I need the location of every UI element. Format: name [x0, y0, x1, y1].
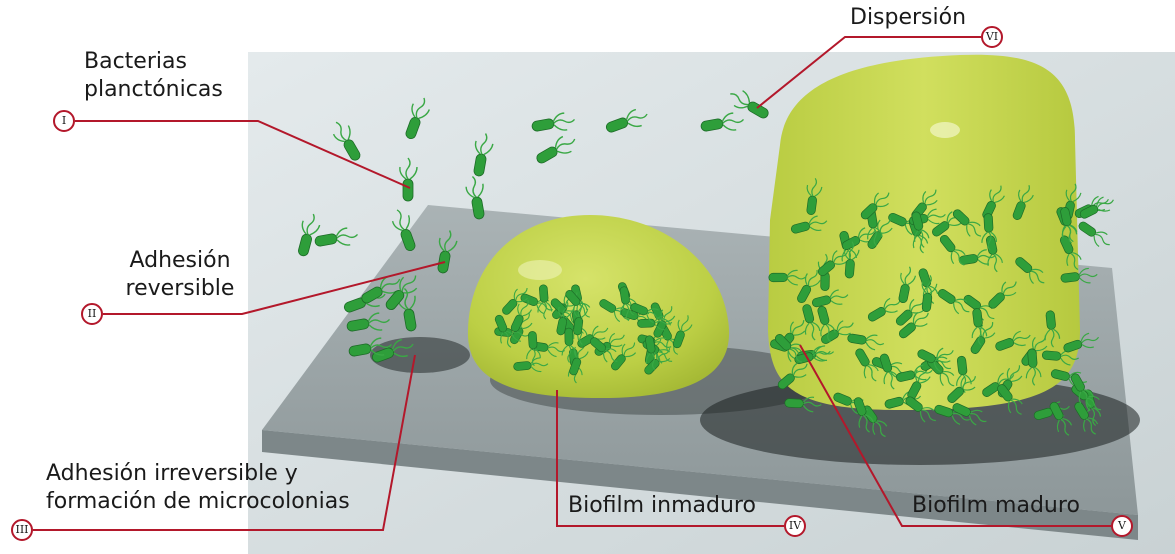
label-dispersion: Dispersión	[850, 4, 966, 32]
label-planktonic: Bacterias planctónicas	[84, 48, 223, 104]
label-irreversible-line-1: Adhesión irreversible y	[46, 460, 350, 488]
dome-highlight	[518, 260, 562, 280]
label-irreversible-line-2: formación de microcolonias	[46, 488, 350, 516]
label-irreversible: Adhesión irreversible y formación de mic…	[46, 460, 350, 516]
label-mature: Biofilm maduro	[912, 492, 1080, 520]
marker-i: I	[53, 110, 75, 132]
marker-v: V	[1111, 515, 1133, 537]
marker-iv: IV	[784, 515, 806, 537]
label-reversible-line-1: Adhesión	[105, 247, 255, 275]
label-reversible-line-2: reversible	[105, 275, 255, 303]
label-immature-line-1: Biofilm inmaduro	[568, 492, 756, 520]
marker-vi: VI	[981, 26, 1003, 48]
label-immature: Biofilm inmaduro	[568, 492, 756, 520]
label-dispersion-line-1: Dispersión	[850, 4, 966, 32]
marker-ii: II	[81, 303, 103, 325]
label-planktonic-line-2: planctónicas	[84, 76, 223, 104]
label-mature-line-1: Biofilm maduro	[912, 492, 1080, 520]
label-planktonic-line-1: Bacterias	[84, 48, 223, 76]
tower-highlight	[930, 122, 960, 138]
label-reversible: Adhesión reversible	[105, 247, 255, 303]
marker-iii: III	[11, 519, 33, 541]
